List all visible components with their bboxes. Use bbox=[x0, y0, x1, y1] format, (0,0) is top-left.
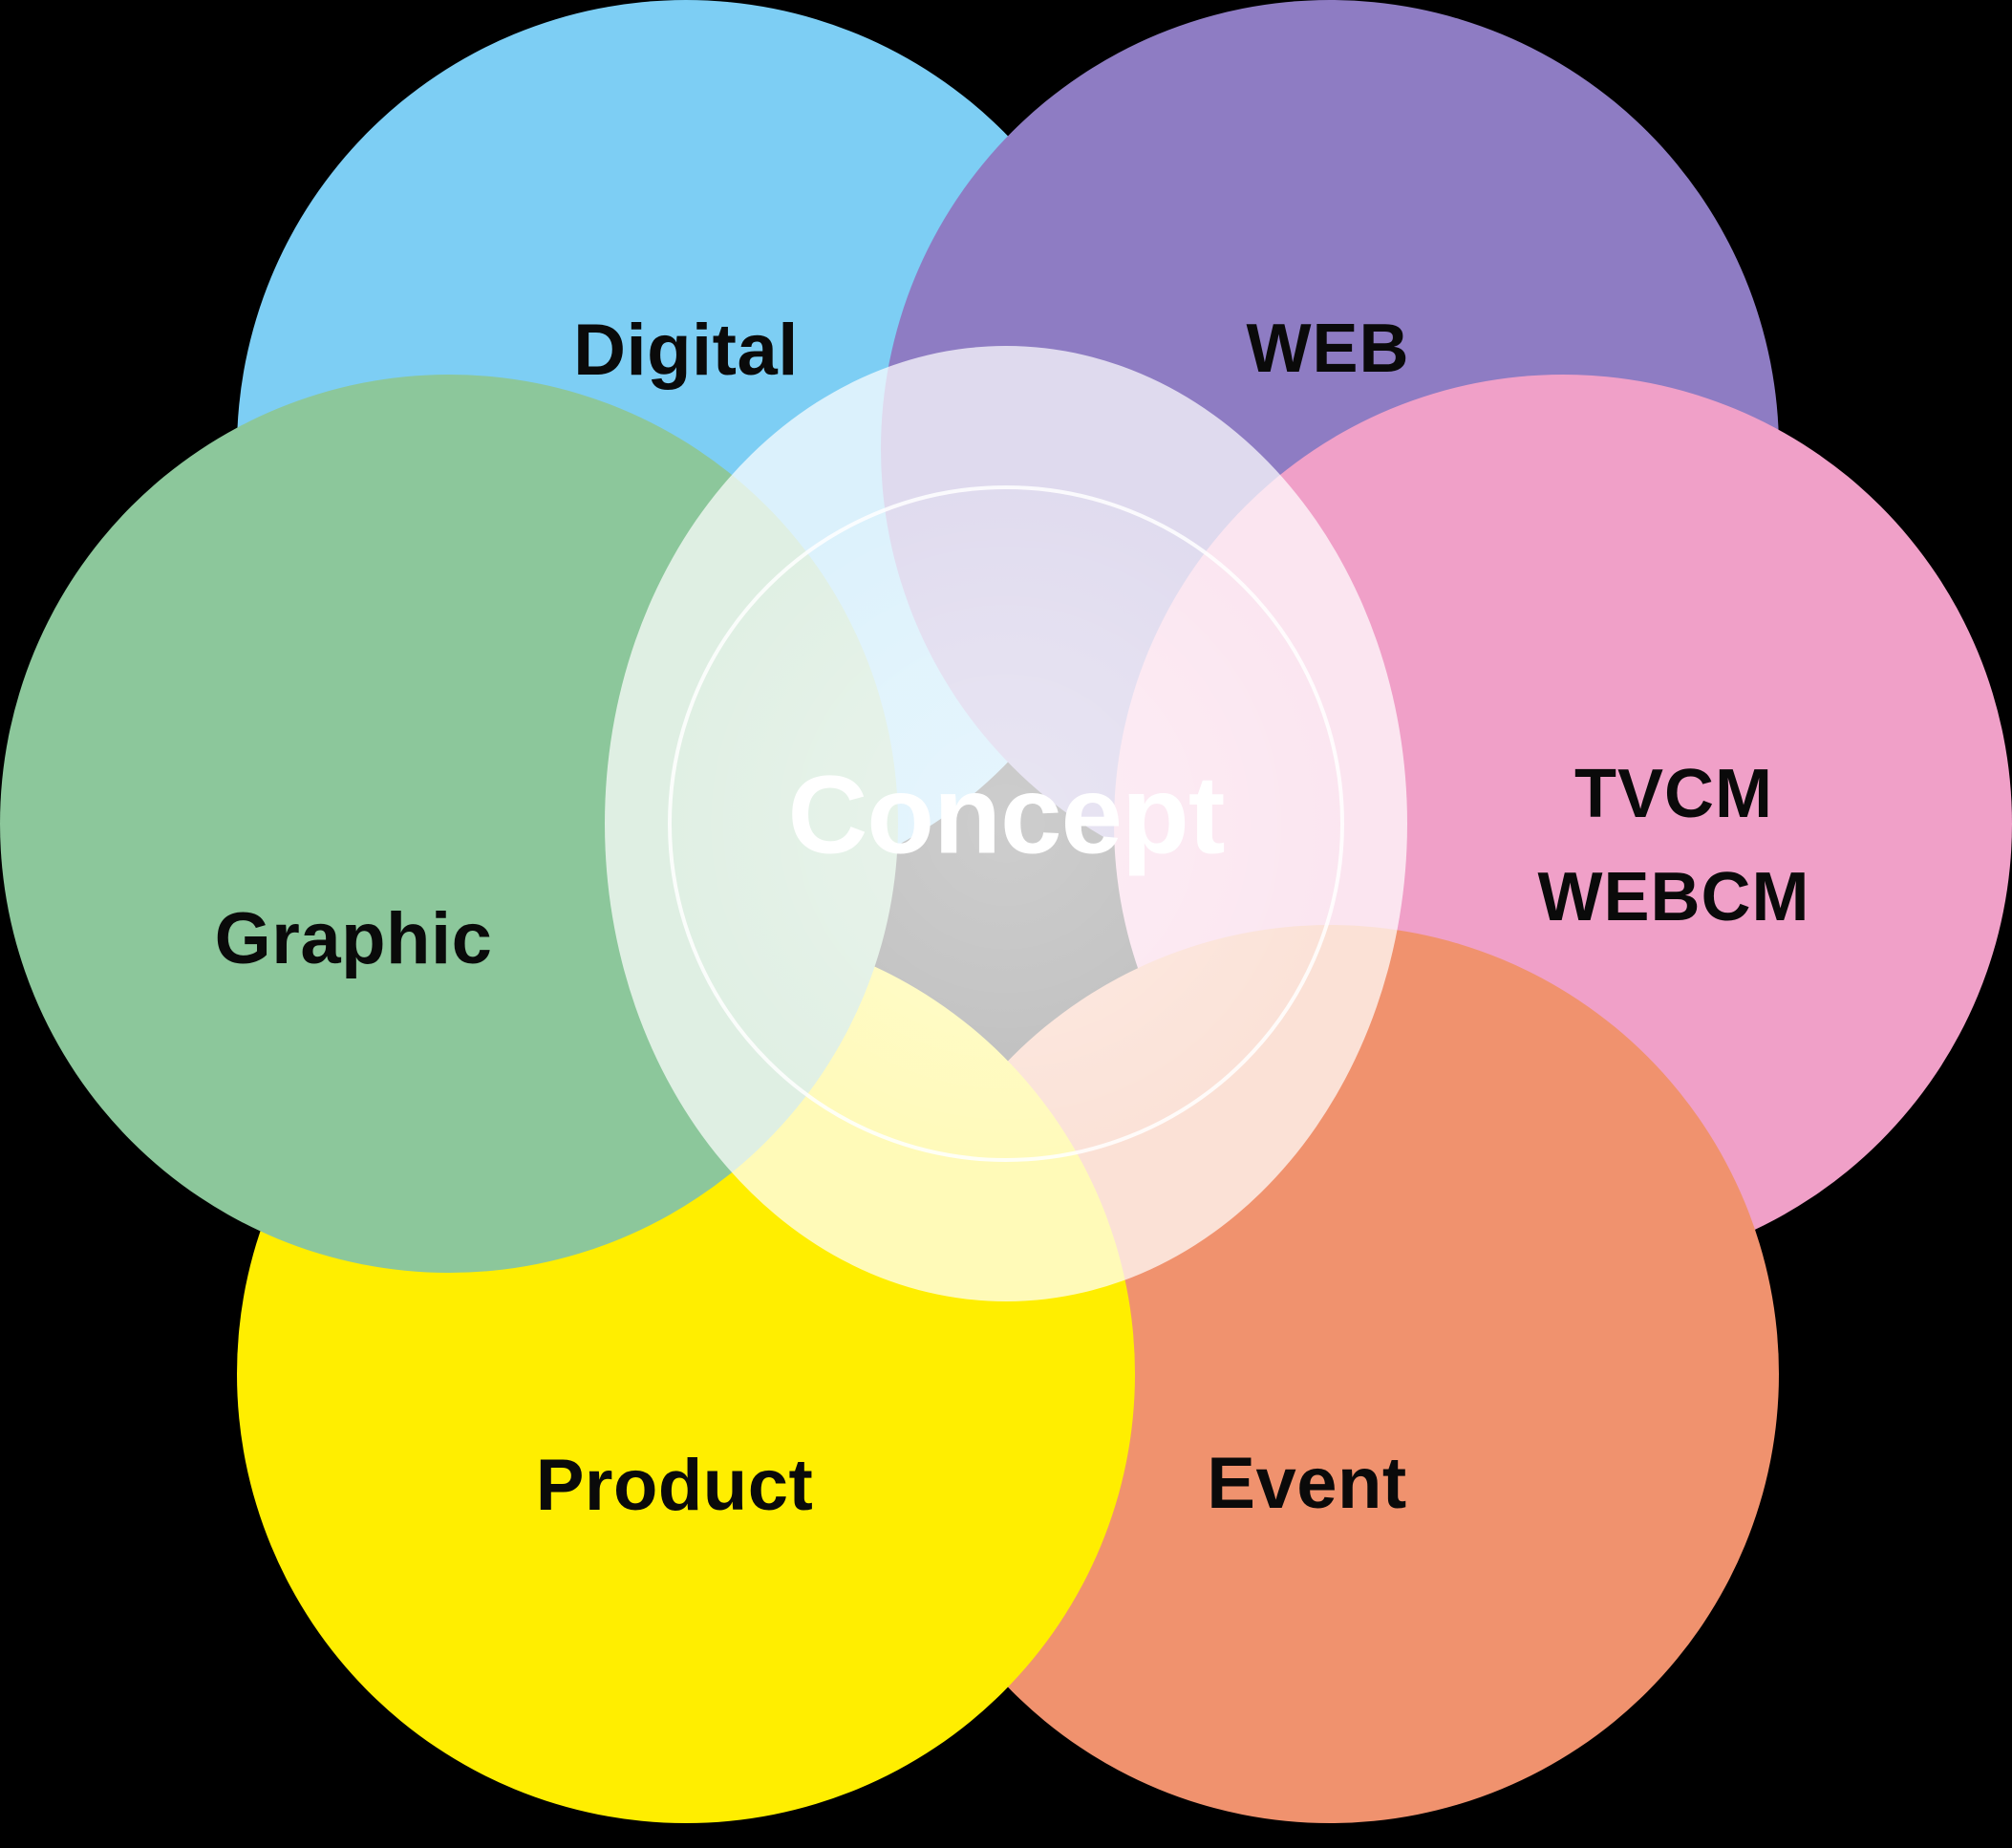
petal-label-web: WEB bbox=[1247, 311, 1410, 387]
petal-label-product: Product bbox=[536, 1445, 814, 1526]
petal-label-digital: Digital bbox=[573, 310, 799, 391]
petal-label-graphic: Graphic bbox=[215, 898, 493, 979]
center-concept-label: Concept bbox=[788, 753, 1225, 877]
petal-label-tvcm: TVCM bbox=[1574, 756, 1773, 832]
center-glow bbox=[670, 487, 1342, 1160]
petal-label-event: Event bbox=[1207, 1443, 1406, 1524]
petal-label-webcm: WEBCM bbox=[1538, 859, 1810, 935]
inner-ring-circle bbox=[668, 485, 1344, 1162]
